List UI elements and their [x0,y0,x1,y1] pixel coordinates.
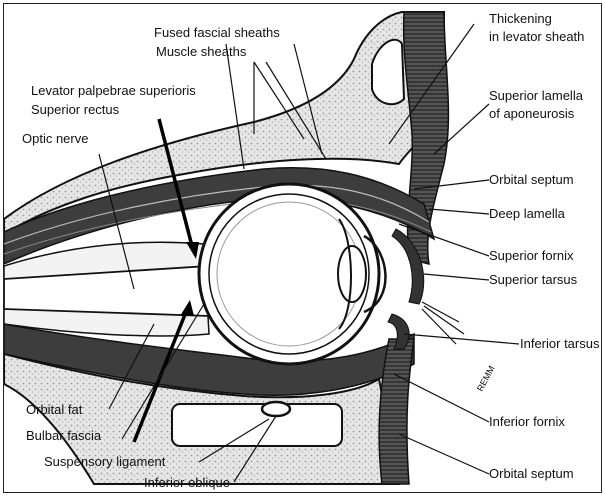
label-inferior-tarsus: Inferior tarsus [520,336,600,351]
label-suspensory-ligament: Suspensory ligament [44,454,166,469]
label-of-aponeurosis: of aponeurosis [489,106,575,121]
eye-orbit-diagram: Fused fascial sheaths Muscle sheaths Lev… [4,4,601,492]
orbital-floor [172,404,342,446]
label-superior-rectus: Superior rectus [31,102,120,117]
label-bulbar-fascia: Bulbar fascia [26,428,102,443]
label-in-levator-sheath: in levator sheath [489,29,584,44]
diagram-frame: Fused fascial sheaths Muscle sheaths Lev… [3,3,602,493]
artist-signature: REMM [475,364,497,393]
label-fused-fascial-sheaths: Fused fascial sheaths [154,25,280,40]
label-inferior-oblique: Inferior oblique [144,475,230,490]
label-inferior-fornix: Inferior fornix [489,414,565,429]
label-deep-lamella: Deep lamella [489,206,566,221]
label-orbital-septum-bottom: Orbital septum [489,466,574,481]
label-muscle-sheaths: Muscle sheaths [156,44,247,59]
lower-lid [379,339,414,484]
label-orbital-septum-top: Orbital septum [489,172,574,187]
label-levator-palpebrae-superioris: Levator palpebrae superioris [31,83,196,98]
inferior-oblique-muscle [262,402,290,416]
label-orbital-fat: Orbital fat [26,402,83,417]
label-superior-fornix: Superior fornix [489,248,574,263]
label-optic-nerve: Optic nerve [22,131,88,146]
label-superior-tarsus: Superior tarsus [489,272,578,287]
label-superior-lamella: Superior lamella [489,88,584,103]
label-thickening: Thickening [489,11,552,26]
